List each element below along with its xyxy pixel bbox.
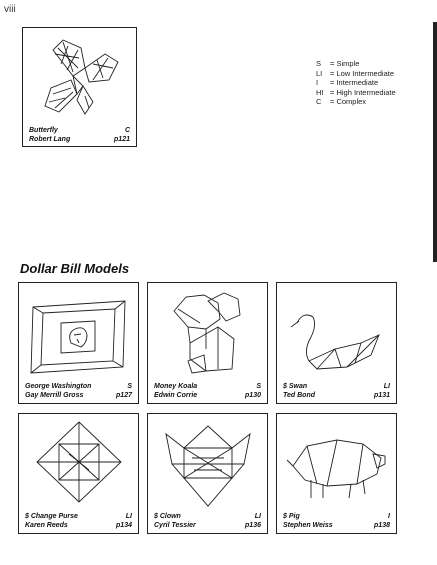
page-ref: p136: [245, 522, 261, 529]
model-card-swan[interactable]: $ Swan LI Ted Bond p131: [276, 282, 397, 404]
difficulty-code: LI: [383, 383, 390, 390]
swan-icon: [290, 314, 380, 370]
model-card-pig[interactable]: $ Pig I Stephen Weiss p138: [276, 413, 397, 534]
page-ref: p134: [116, 522, 132, 529]
model-name: $ Change Purse: [25, 513, 78, 520]
page-number: viii: [4, 4, 16, 15]
model-name: $ Swan: [283, 383, 308, 390]
legend-row: C= Complex: [316, 97, 367, 106]
model-card-change-purse[interactable]: $ Change Purse LI Karen Reeds p134: [18, 413, 139, 534]
page-edge-bar: [433, 22, 437, 262]
koala-icon: [173, 292, 241, 374]
model-name: $ Clown: [154, 513, 181, 520]
difficulty-code: LI: [254, 513, 261, 520]
purse-icon: [36, 421, 122, 503]
legend-row: HI= High Intermediate: [316, 87, 396, 97]
page-ref: p131: [374, 392, 390, 399]
legend-row: LI= Low Intermediate: [316, 68, 394, 78]
section-title: Dollar Bill Models: [20, 261, 130, 276]
model-name: Butterfly: [29, 127, 58, 134]
butterfly-icon: [44, 39, 119, 115]
model-card-money-koala[interactable]: Money Koala S Edwin Corrie p130: [147, 282, 268, 404]
model-name: George Washington: [25, 383, 92, 390]
difficulty-code: I: [388, 513, 390, 520]
difficulty-code: C: [124, 127, 130, 134]
clown-icon: [165, 425, 251, 507]
model-name: $ Pig: [283, 513, 300, 520]
model-card-butterfly[interactable]: Butterfly C Robert Lang p121: [22, 27, 137, 147]
pig-icon: [286, 439, 386, 499]
page-ref: p138: [374, 522, 390, 529]
model-author: Robert Lang: [29, 136, 71, 143]
difficulty-code: S: [127, 383, 132, 390]
page-ref: p130: [245, 392, 261, 399]
model-card-george-washington[interactable]: George Washington S Gay Merrill Gross p127: [18, 282, 139, 404]
difficulty-code: S: [256, 383, 261, 390]
model-author: Ted Bond: [283, 392, 316, 399]
model-author: Edwin Corrie: [154, 392, 198, 399]
model-author: Gay Merrill Gross: [25, 392, 84, 399]
difficulty-legend: S= Simple LI= Low Intermediate I= Interm…: [316, 59, 396, 107]
difficulty-code: LI: [125, 513, 132, 520]
legend-row: I= Intermediate: [316, 78, 379, 87]
page-ref: p127: [116, 392, 132, 399]
model-author: Cyril Tessier: [154, 522, 196, 529]
page-ref: p121: [114, 136, 130, 143]
portrait-frame-icon: [30, 300, 126, 374]
legend-row: S= Simple: [316, 59, 360, 68]
model-name: Money Koala: [154, 383, 198, 390]
model-author: Stephen Weiss: [283, 522, 333, 529]
model-card-clown[interactable]: $ Clown LI Cyril Tessier p136: [147, 413, 268, 534]
model-author: Karen Reeds: [25, 522, 68, 529]
